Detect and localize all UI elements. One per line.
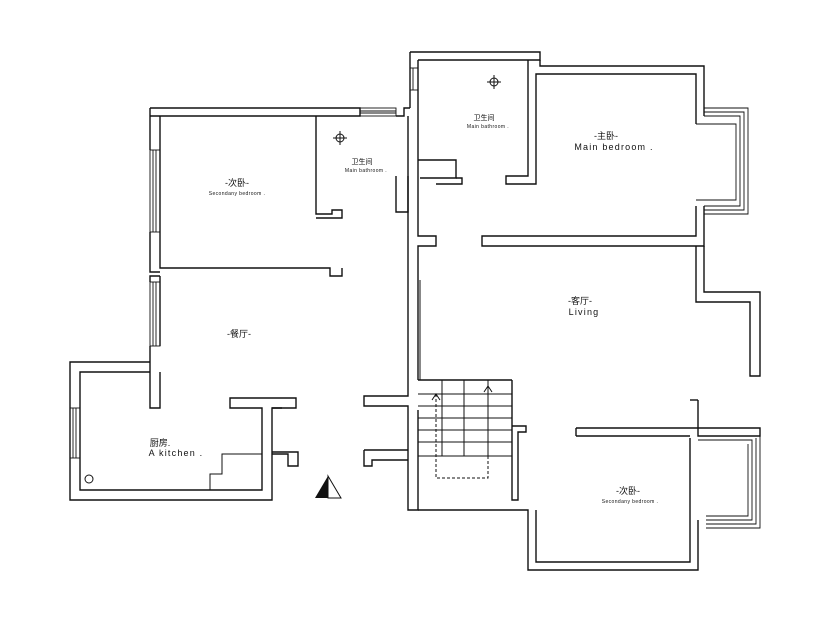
wall-segment (481, 206, 705, 247)
counter-outline (209, 453, 262, 490)
room-label-cn: -客厅- (568, 295, 592, 306)
bay-window (706, 438, 757, 525)
room-label-en: Living (569, 307, 600, 317)
window (409, 67, 419, 91)
stair-arrow-icon (483, 385, 493, 393)
windows (69, 67, 761, 529)
wall-segment (576, 400, 761, 437)
room-label-cn: -次卧- (616, 485, 640, 496)
bay-window (698, 439, 753, 521)
ceiling-light-icon (487, 75, 501, 89)
staircase (418, 380, 512, 479)
wall-segment (79, 371, 297, 491)
bay-window (706, 436, 761, 529)
wall-segment (539, 60, 705, 116)
bath-partition (395, 176, 409, 213)
wall-segment (315, 116, 343, 219)
bay-window (704, 107, 749, 215)
wall-segment (363, 450, 408, 467)
room-label-en: Main bedroom . (574, 142, 653, 152)
room-label-en: A kitchen . (149, 448, 204, 458)
wall-segment (69, 361, 282, 501)
room-label-cn: 卫生间 (352, 157, 373, 166)
wall-segment (272, 451, 299, 467)
room-label-cn: -次卧- (225, 177, 249, 188)
room-label-cn: -主卧- (594, 130, 618, 141)
bay-window (706, 444, 749, 517)
wall-segment (149, 232, 160, 273)
sink-icon (84, 474, 94, 484)
wall-segment (436, 177, 463, 185)
bay-window (696, 123, 737, 201)
stair-path (435, 386, 489, 479)
room-label-en: Main bathroom . (345, 168, 387, 174)
wall-segment (159, 116, 343, 277)
room-label-en: Secondany bedroom . (209, 191, 266, 197)
ceiling-light-icon (333, 131, 347, 145)
wall-segment (505, 60, 697, 185)
walls (69, 51, 761, 571)
room-label-cn: -餐厅- (227, 328, 251, 339)
wall-segment (149, 346, 161, 409)
wall-segment (410, 51, 541, 61)
wall-segment (396, 107, 410, 117)
room-label-cn: 卫生间 (474, 113, 495, 122)
window (149, 149, 161, 233)
wall-segment (417, 60, 437, 380)
window (69, 407, 81, 459)
room-label-en: Main bathroom . (467, 124, 509, 130)
wall-segment (363, 116, 419, 511)
window (149, 281, 161, 347)
wall-segment (149, 275, 160, 282)
wall-segment (695, 246, 761, 377)
stair-arrow-icon (431, 393, 441, 401)
room-label-cn: 厨房. (150, 437, 171, 448)
bay-window (704, 115, 741, 207)
wall-segment (418, 159, 457, 179)
window (359, 107, 397, 117)
wall-segment (511, 380, 527, 501)
north-arrow-icon (315, 474, 342, 499)
wall-segment (535, 438, 691, 563)
wall-segment (418, 509, 699, 571)
bay-window (704, 111, 745, 211)
room-label-en: Secondany bedroom . (602, 499, 659, 505)
wall-segment (150, 107, 361, 117)
